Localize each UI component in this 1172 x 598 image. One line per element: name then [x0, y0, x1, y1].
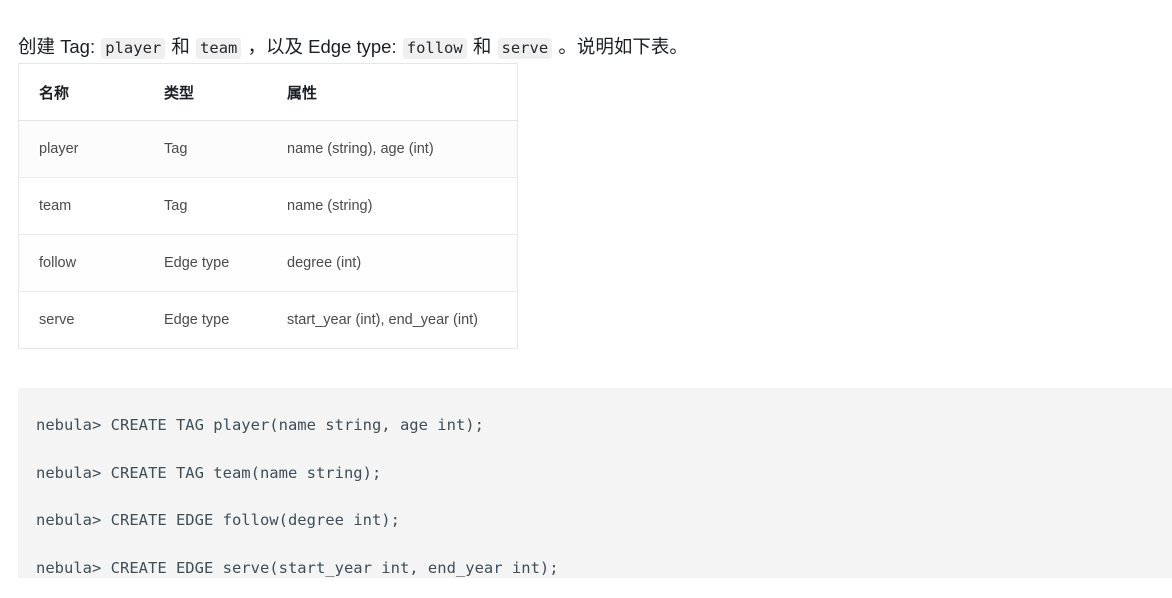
cell-properties: start_year (int), end_year (int)	[287, 312, 478, 328]
cell-name: serve	[39, 312, 75, 328]
table-header-row: 名称 类型 属性	[18, 63, 518, 121]
intro-text-segment: 创建 Tag:	[18, 35, 101, 57]
table-row: team Tag name (string)	[18, 177, 518, 235]
schema-table: 名称 类型 属性 player Tag name (string), age (…	[18, 63, 518, 349]
code-block[interactable]: nebula> CREATE TAG player(name string, a…	[18, 388, 1172, 578]
cell-type: Edge type	[164, 234, 287, 292]
inline-code: player	[101, 37, 166, 59]
intro-text-segment: ，以及 Edge type:	[242, 35, 402, 57]
code-line: nebula> CREATE TAG team(name string);	[36, 463, 382, 482]
inline-code: team	[196, 37, 242, 59]
table-row: serve Edge type start_year (int), end_ye…	[19, 292, 518, 349]
cell-type: Tag	[164, 120, 287, 178]
intro-paragraph: 创建 Tag: player 和 team ，以及 Edge type: fol…	[18, 33, 1148, 62]
cell-name: follow	[18, 234, 164, 292]
cell-properties: degree (int)	[287, 234, 518, 292]
code-line: nebula> CREATE TAG player(name string, a…	[36, 416, 484, 434]
table-body: player Tag name (string), age (int) team…	[18, 120, 518, 349]
column-header-type: 类型	[164, 63, 287, 121]
cell-properties: name (string), age (int)	[287, 120, 518, 178]
inline-code: follow	[402, 37, 467, 59]
cell-name: team	[18, 177, 164, 235]
intro-text-segment: 和	[467, 35, 497, 57]
code-line: nebula> CREATE EDGE serve(start_year int…	[36, 558, 559, 577]
table-header: 名称 类型 属性	[18, 63, 518, 121]
intro-text-segment: 和	[166, 35, 196, 57]
intro-text-segment: 。说明如下表。	[553, 35, 688, 57]
column-header-properties: 属性	[287, 63, 518, 121]
code-line: nebula> CREATE EDGE follow(degree int);	[36, 511, 400, 529]
table-row: follow Edge type degree (int)	[18, 234, 518, 292]
cell-name: player	[18, 120, 164, 178]
inline-code: serve	[497, 37, 553, 59]
cell-properties: name (string)	[287, 177, 518, 235]
column-header-name: 名称	[18, 63, 164, 121]
cell-type: Tag	[164, 177, 287, 235]
table-row: player Tag name (string), age (int)	[18, 120, 518, 178]
cell-type: Edge type	[164, 312, 230, 328]
